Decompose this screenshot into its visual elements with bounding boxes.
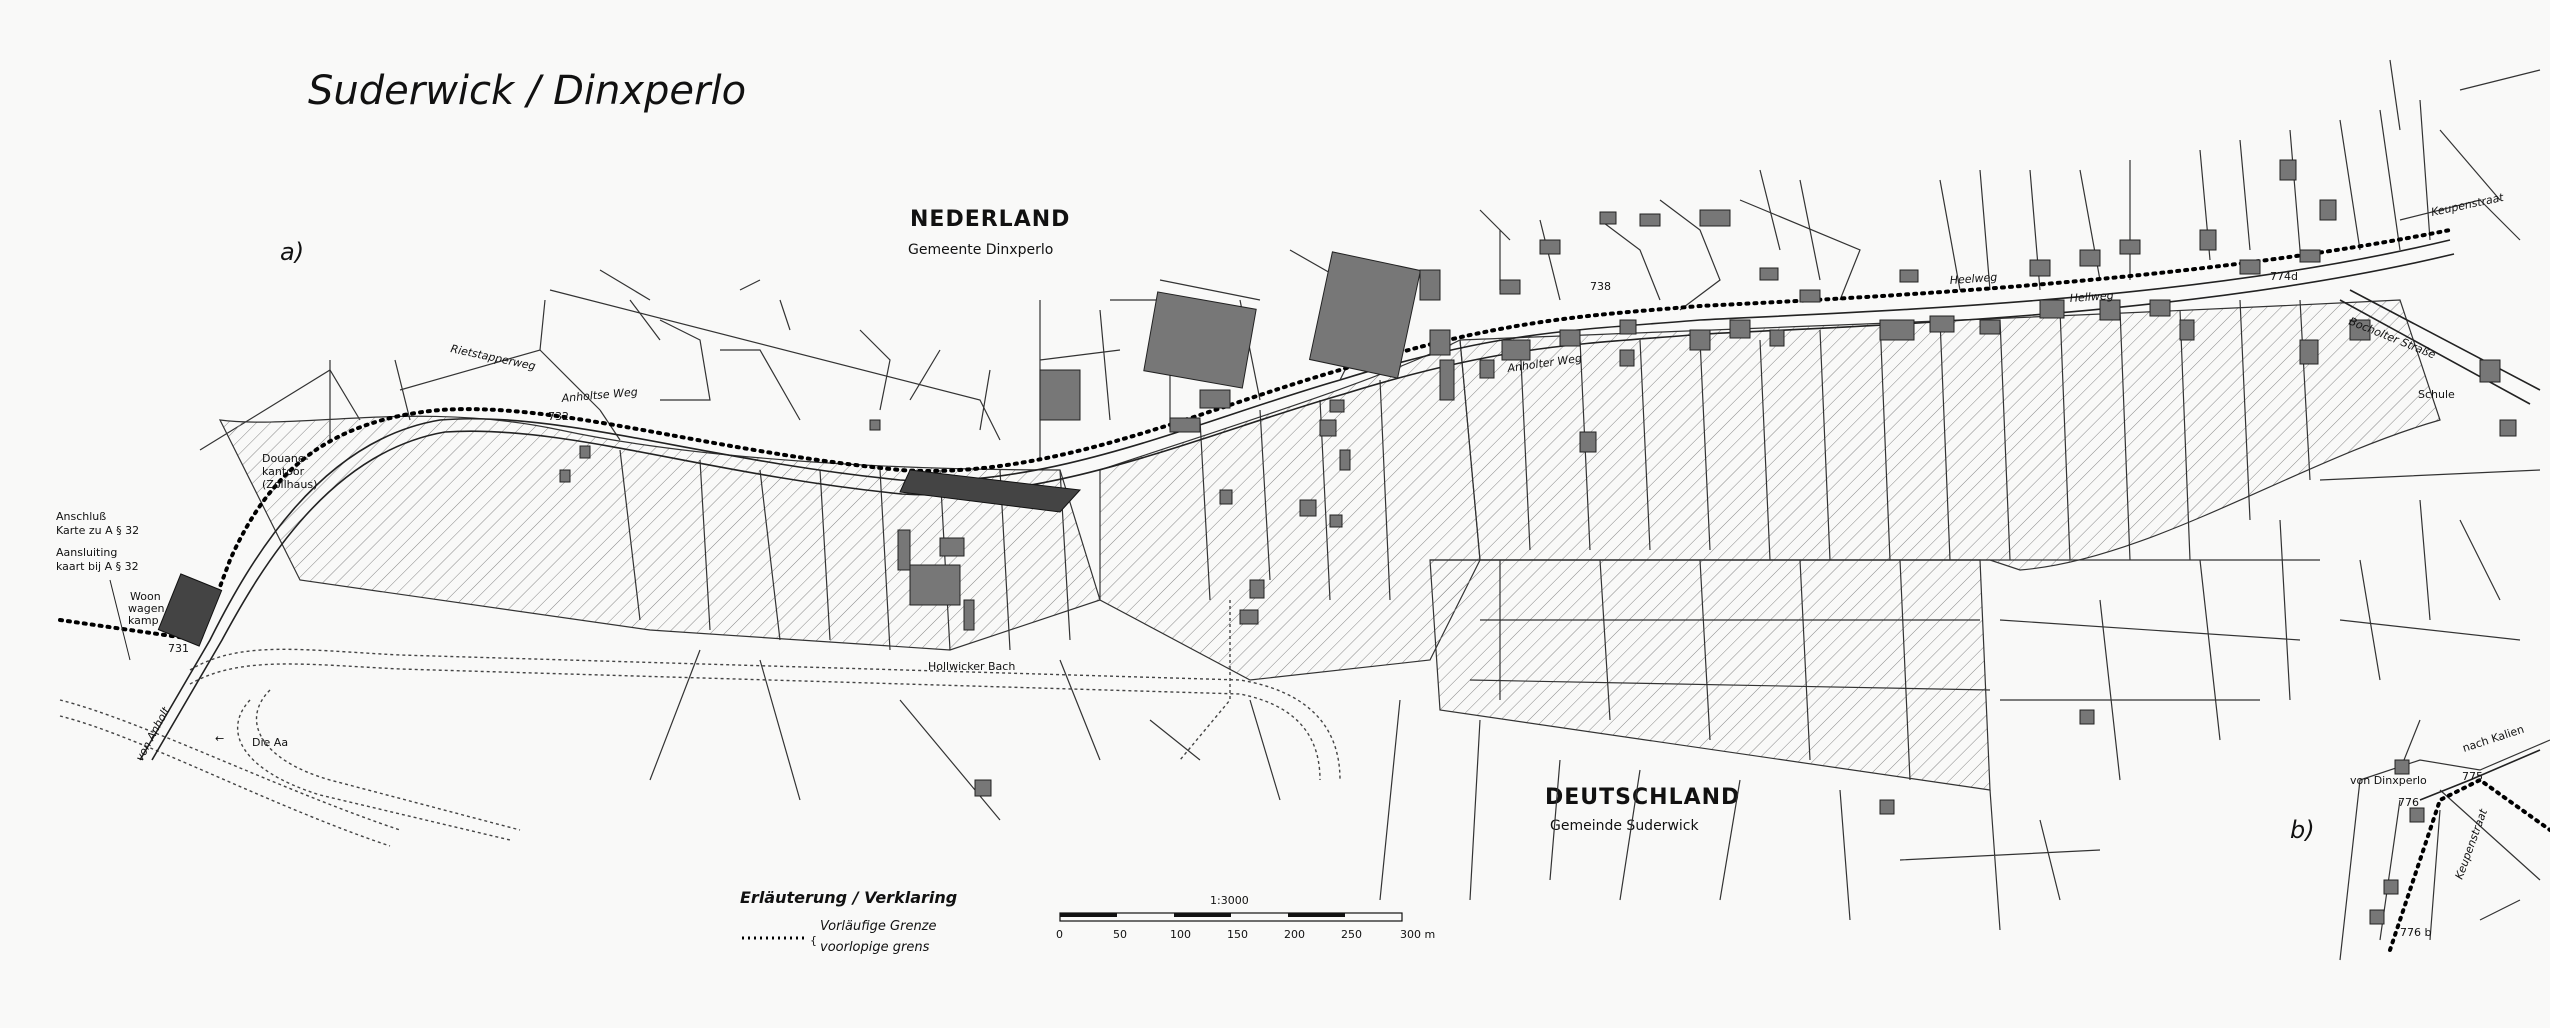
inset-nach-kalien: nach Kalien xyxy=(2461,723,2526,755)
legend-bracket: { xyxy=(810,934,817,947)
label-aansluiting: Aansluiting xyxy=(56,546,117,559)
marker-776: 776 xyxy=(2398,796,2419,809)
die-aa-river xyxy=(59,699,401,847)
label-woon: Woon xyxy=(130,590,161,603)
country-label-deutschland: DEUTSCHLAND xyxy=(1545,785,1740,810)
scale-tick-1: 50 xyxy=(1113,928,1127,941)
de-strip-middle xyxy=(1099,339,1481,681)
label-zollhaus: (Zollhaus) xyxy=(262,478,317,491)
marker-731: 731 xyxy=(168,642,189,655)
label-wagen: wagen xyxy=(128,602,164,615)
marker-774d: 774d xyxy=(2270,270,2298,283)
map-title: Suderwick / Dinxperlo xyxy=(308,68,746,114)
de-block-south xyxy=(1429,559,1991,791)
label-schule: Schule xyxy=(2418,388,2455,401)
scale-tick-5: 250 xyxy=(1341,928,1362,941)
pointer-line xyxy=(109,579,131,661)
arrow-die-aa: ← xyxy=(215,732,224,745)
label-hellweg: Hellweg xyxy=(2069,289,2114,305)
section-label-b: b) xyxy=(2290,816,2315,844)
scale-tick-2: 100 xyxy=(1170,928,1191,941)
scale-bar: 1:3000 0 50 100 150 200 250 300 m xyxy=(1056,894,1435,941)
legend-title: Erläuterung / Verklaring xyxy=(740,888,957,907)
label-die-aa: Die Aa xyxy=(252,736,288,749)
municipality-dinxperlo: Gemeente Dinxperlo xyxy=(908,242,1053,258)
marker-775: 775 xyxy=(2462,770,2483,783)
label-heelweg: Heelweg xyxy=(1949,271,1997,287)
de-parcels xyxy=(619,299,2541,931)
legend: Erläuterung / Verklaring { Vorläufige Gr… xyxy=(740,888,957,955)
section-label-a: a) xyxy=(280,238,304,266)
label-douane: Douane- xyxy=(262,452,309,465)
scale-tick-4: 200 xyxy=(1284,928,1305,941)
de-strip-east xyxy=(1459,299,2441,571)
legend-line-2: voorlopige grens xyxy=(820,940,930,955)
provisional-border xyxy=(58,228,2452,643)
marker-738: 738 xyxy=(1590,280,1611,293)
scale-ratio: 1:3000 xyxy=(1210,894,1249,907)
label-rietstapperweg: Rietstapperweg xyxy=(449,342,536,373)
municipality-suderwick: Gemeinde Suderwick xyxy=(1550,818,1699,834)
legend-line-1: Vorläufige Grenze xyxy=(820,919,937,934)
marker-776b: 776 b xyxy=(2400,926,2431,939)
scale-tick-0: 0 xyxy=(1056,928,1063,941)
label-anschluss: Anschluß xyxy=(56,510,106,523)
scale-tick-3: 150 xyxy=(1227,928,1248,941)
scale-tick-6: 300 m xyxy=(1400,928,1435,941)
hollwicker-bach xyxy=(189,600,1341,841)
inset-von-dinxperlo: von Dinxperlo xyxy=(2350,774,2427,787)
marker-732: 732 xyxy=(548,410,569,423)
inset-map-b: von Dinxperlo nach Kalien Keupenstraat 7… xyxy=(2339,719,2550,961)
de-buildings xyxy=(157,299,2517,815)
label-aansluiting-kaart: kaart bij A § 32 xyxy=(56,560,139,573)
country-label-nederland: NEDERLAND xyxy=(910,207,1070,232)
label-anschluss-karte: Karte zu A § 32 xyxy=(56,524,139,537)
label-kamp: kamp xyxy=(128,614,159,627)
label-kantoor: kantoor xyxy=(262,465,305,478)
label-anholtse-weg: Anholtse Weg xyxy=(560,385,638,405)
nl-buildings xyxy=(559,159,2337,483)
label-hollwicker-bach: Hollwicker Bach xyxy=(928,660,1015,673)
